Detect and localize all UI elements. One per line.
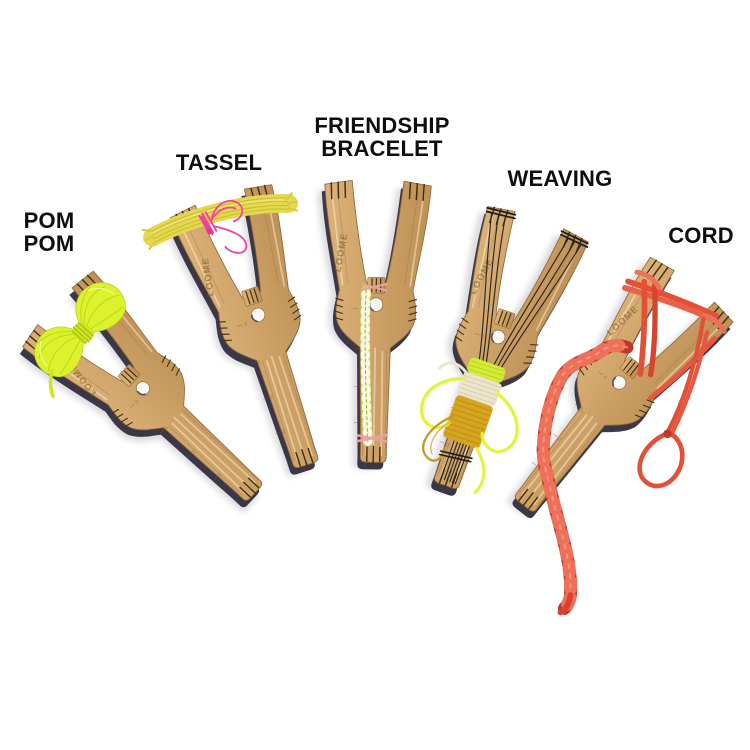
prong-elastics (485, 206, 589, 248)
tassel-pink-tie (198, 200, 248, 254)
rubber-bands (356, 282, 388, 443)
label-tassel: TASSEL (176, 151, 262, 174)
label-pom-pom: POM POM (24, 209, 75, 255)
pom-pom-yarn-tail (48, 368, 55, 399)
pom-pom-yarn (34, 282, 126, 399)
cord-braid (536, 339, 634, 616)
label-line: POM (23, 231, 75, 256)
weaving-yarn (420, 206, 589, 494)
label-line: TASSEL (175, 150, 263, 175)
warp-threads (440, 211, 582, 485)
cord-fork-wrap (621, 269, 727, 401)
label-friendship-bracelet: FRIENDSHIP BRACELET (314, 114, 449, 160)
label-line: WEAVING (507, 166, 613, 191)
label-cord: CORD (668, 224, 734, 247)
pom-pom-tool (16, 266, 297, 543)
label-line: CORD (668, 223, 734, 248)
tassel-yarn (141, 192, 299, 254)
label-line: BRACELET (321, 136, 443, 161)
cord-loop (637, 316, 710, 489)
label-weaving: WEAVING (508, 167, 613, 190)
tassel-tool (141, 175, 377, 491)
weaving-yellow-dangles (420, 377, 519, 494)
friendship-bracelet-yarn (356, 282, 388, 446)
weaving-tool (386, 200, 590, 511)
label-line: POM (23, 208, 75, 233)
label-line: FRIENDSHIP (314, 113, 450, 138)
friendship-bracelet-tool (311, 180, 432, 471)
cord-tool (474, 252, 750, 616)
cord-yarn (536, 269, 727, 616)
